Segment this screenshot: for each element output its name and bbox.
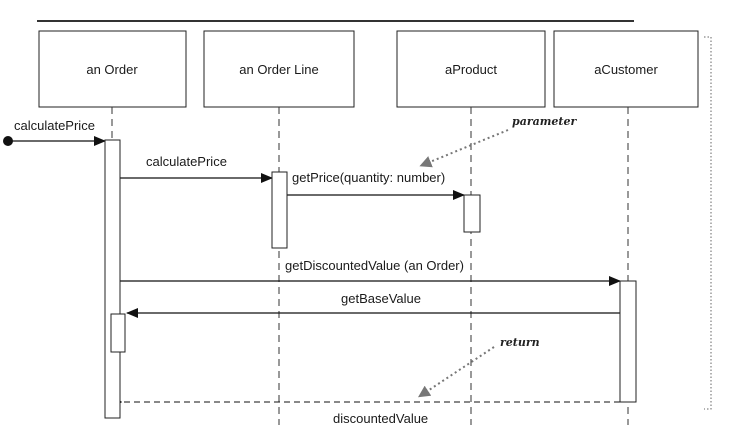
found-message-label: calculatePrice: [14, 118, 95, 133]
participant-order-label: an Order: [86, 62, 138, 77]
activation-order-line: [271, 171, 288, 249]
return-label: discountedValue: [333, 411, 428, 426]
get-base-label: getBaseValue: [341, 291, 421, 306]
return-note-arrow: [417, 346, 495, 398]
participant-customer: aCustomer: [553, 30, 699, 108]
found-message-dot: [3, 136, 13, 146]
participant-product-label: aProduct: [445, 62, 497, 77]
activation-order: [104, 139, 121, 419]
participant-product: aProduct: [396, 30, 546, 108]
activation-product: [463, 194, 481, 233]
get-discounted-label: getDiscountedValue (an Order): [285, 258, 464, 273]
return-note-label: return: [500, 336, 540, 349]
frame-bracket: [704, 36, 712, 410]
get-price-label: getPrice(quantity: number): [292, 170, 445, 185]
activation-customer: [619, 280, 637, 403]
parameter-note-label: parameter: [512, 115, 577, 128]
calc-price-label: calculatePrice: [146, 154, 227, 169]
participant-order-line-label: an Order Line: [239, 62, 319, 77]
participant-order-line: an Order Line: [203, 30, 355, 108]
participant-order: an Order: [38, 30, 187, 108]
activation-order-nested: [110, 313, 126, 353]
parameter-note-arrow: [419, 129, 509, 168]
participant-customer-label: aCustomer: [594, 62, 658, 77]
